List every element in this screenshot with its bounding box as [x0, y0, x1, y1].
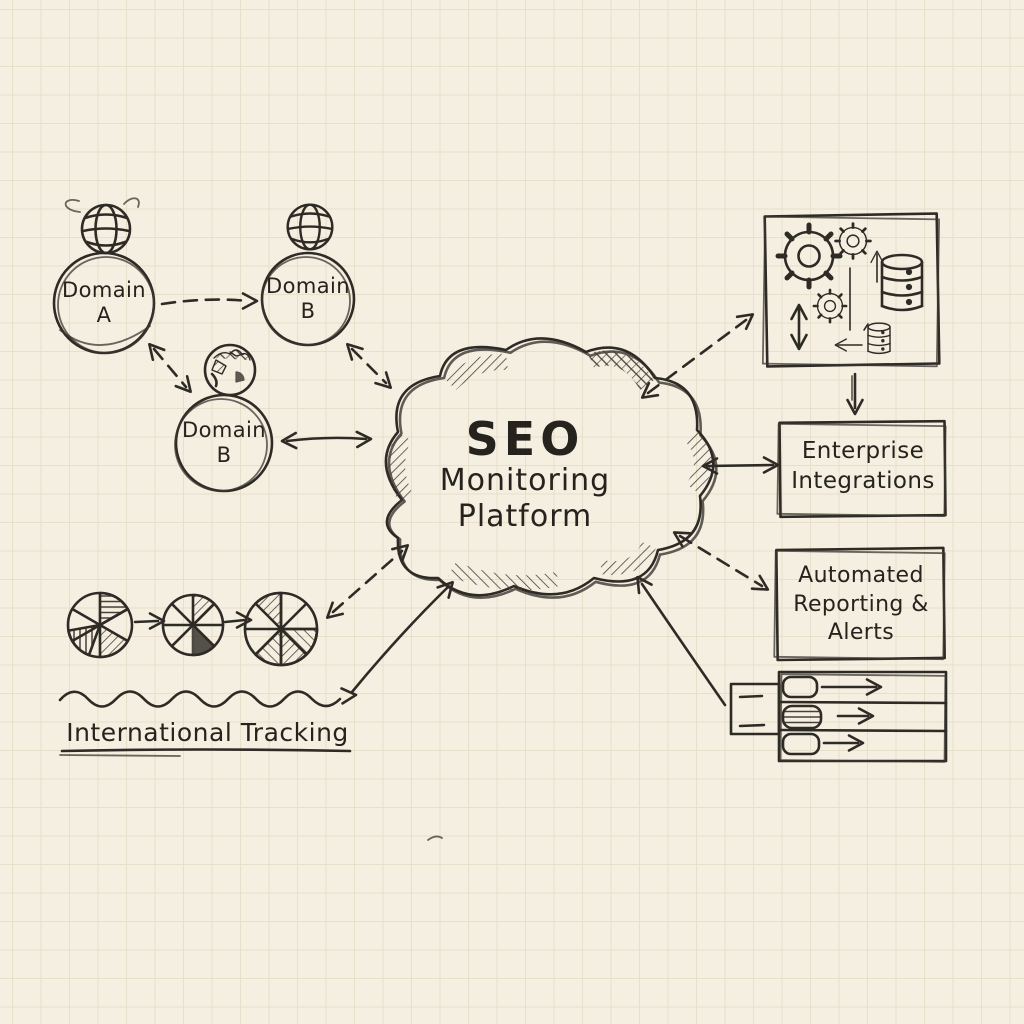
domain-b-primary-node [260, 203, 356, 347]
pie-chart-icon [243, 591, 319, 667]
edges [142, 292, 864, 707]
arrow-domain-b-cloud [350, 347, 388, 385]
arrow-domain-b2-cloud [280, 430, 373, 450]
scribble-mark [123, 197, 140, 208]
pencil-smudge [427, 835, 443, 841]
scribble-mark [64, 199, 81, 213]
arrow-cloud-integrations [646, 318, 748, 395]
domain-b-secondary-node [174, 343, 274, 493]
arrow-pies-cloud [331, 549, 404, 614]
wavy-trend-arrow-icon [58, 686, 358, 708]
gear-icon [812, 288, 848, 324]
automated-reporting-box [773, 546, 946, 662]
report-progress-bars-icon [781, 675, 883, 756]
platform-cloud [384, 337, 720, 841]
arrow-domain-a-to-domain-b [160, 298, 250, 306]
report-pipeline-box [729, 670, 948, 763]
domain-b-primary-label: Domain B [266, 274, 350, 323]
globe-earth-icon [203, 343, 257, 397]
database-icon [867, 322, 891, 355]
arrow-tracking-cloud [350, 575, 460, 694]
globe-icon [80, 203, 132, 255]
domain-a-node [52, 197, 156, 355]
platform-line-2: Monitoring [439, 463, 611, 498]
arrow-integrations-enterprise [846, 372, 864, 416]
international-tracking-label: International Tracking [66, 718, 349, 747]
gear-icon [778, 225, 840, 287]
domain-b-secondary-label: Domain B [182, 418, 266, 467]
up-down-arrow-icon [790, 303, 808, 351]
cloud-shading [388, 432, 414, 504]
label-underline [59, 748, 352, 757]
domain-a-label: Domain A [62, 278, 146, 327]
arrow-pipeline-cloud [629, 571, 727, 707]
pie-chart-sequence [66, 591, 319, 667]
platform-line-3: Platform [457, 499, 593, 534]
database-icon [880, 253, 924, 312]
enterprise-integrations-box [776, 419, 947, 519]
integration-systems-box [761, 212, 941, 368]
connector-lines [834, 250, 884, 352]
enterprise-integrations-label: Enterprise Integrations [791, 438, 935, 494]
pie-chart-icon [66, 591, 134, 659]
gear-icon [834, 222, 872, 260]
platform-title: SEO [465, 412, 585, 466]
arrow-cloud-enterprise [701, 456, 780, 475]
arrow-cloud-automated [678, 534, 764, 588]
pie-chart-icon [161, 593, 225, 657]
automated-reporting-label: Automated Reporting & Alerts [793, 563, 929, 646]
arrow-domain-a-domain-b2 [152, 347, 188, 389]
globe-icon [286, 203, 334, 251]
